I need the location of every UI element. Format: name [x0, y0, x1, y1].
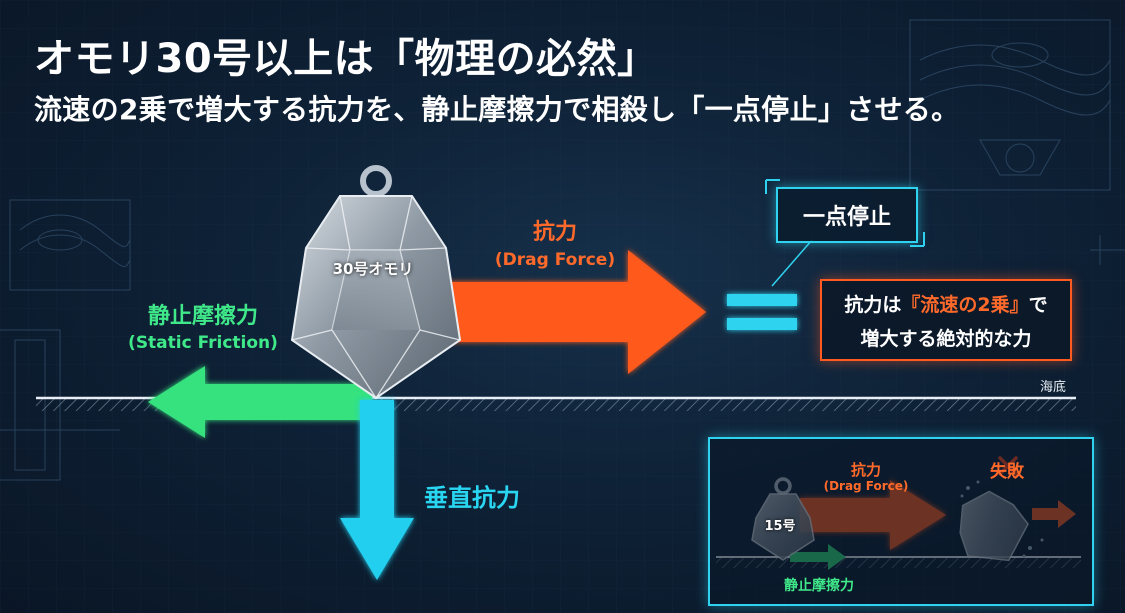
drag-note-line1: 抗力は『流速の2乗』で [822, 290, 1070, 317]
stop-callout-text: 一点停止 [802, 205, 891, 230]
inset-fail-label: 失敗 [990, 462, 1024, 482]
stop-box-corner-left [765, 179, 780, 194]
sinker-30-label: 30号オモリ [332, 260, 414, 278]
stop-callout-box: 一点停止 [776, 187, 918, 243]
static-friction-label-en: (Static Friction) [128, 333, 278, 353]
normal-force-label: 垂直抗力 [424, 484, 520, 512]
drag-note-prefix: 抗力は [844, 294, 902, 316]
drag-note-line2: 増大する絶対的な力 [860, 328, 1032, 350]
drag-force-label: 抗力 [532, 220, 577, 245]
equals-icon [727, 294, 797, 330]
static-friction-label: 静止摩擦力 [147, 304, 258, 329]
sinker-15-label: 15号 [764, 519, 796, 534]
failure-inset: 抗力 (Drag Force) 失敗 15号 静止摩擦力 [708, 437, 1094, 606]
drag-note-highlight: 『流速の2乗』 [901, 294, 1029, 316]
drag-force-arrow [420, 250, 706, 374]
normal-force-arrow [340, 400, 414, 580]
drag-force-label-en: (Drag Force) [494, 250, 616, 270]
sinker-30-icon [290, 165, 462, 400]
drag-note-box: 抗力は『流速の2乗』で 増大する絶対的な力 [820, 279, 1072, 361]
drag-note-suffix: で [1028, 294, 1048, 316]
page-subtitle: 流速の2乗で増大する抗力を、静止摩擦力で相殺し「一点停止」させる。 [34, 93, 960, 126]
stop-callout-line [771, 239, 813, 287]
stop-box-corner-right [910, 232, 925, 247]
seabed-label: 海底 [1040, 380, 1067, 395]
static-friction-arrow [148, 366, 372, 438]
inset-drag-label: 抗力 [850, 461, 881, 479]
inset-drag-label-en: (Drag Force) [823, 479, 909, 493]
inset-static-label: 静止摩擦力 [784, 578, 854, 594]
page-title: オモリ30号以上は「物理の必然」 [34, 36, 658, 82]
